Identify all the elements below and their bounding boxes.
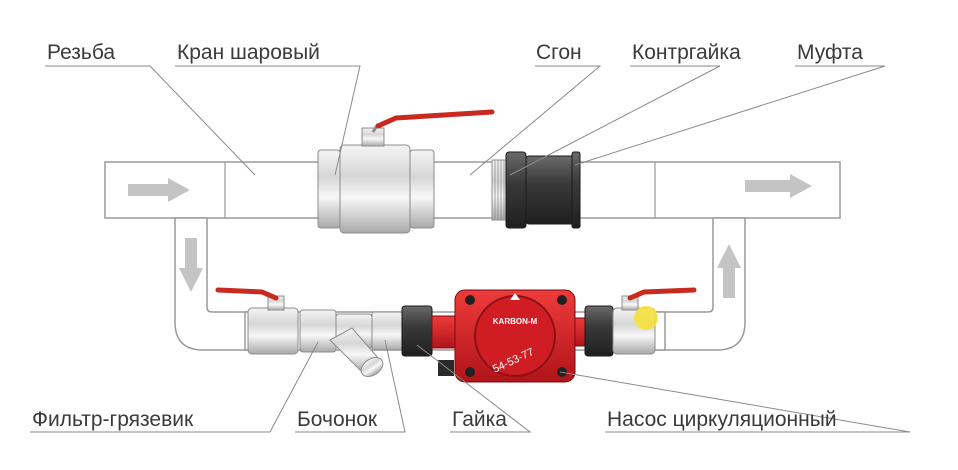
label-coupling: Муфта [797,41,863,64]
flow-arrow-down-icon [179,238,203,292]
label-filter: Фильтр-грязевик [32,408,194,431]
filter-strainer [299,309,384,378]
label-pump: Насос циркуляционный [607,408,837,431]
flow-arrow-up-icon [717,244,741,298]
ball-valve-handle [375,109,495,129]
label-ball-valve: Кран шаровый [177,41,320,64]
leader-ball-valve [175,65,361,176]
ball-valve [317,109,495,234]
lower-left-valve [215,287,299,355]
sgon-assembly [491,151,581,229]
pump-logo-icon [510,293,520,300]
lower-left-valve-handle [215,287,279,301]
label-thread: Резьба [47,41,115,64]
leader-locknut [509,65,721,176]
label-locknut: Контргайка [632,41,741,64]
pump-brand: KARBON-M [493,317,538,326]
main-pipe [104,161,841,219]
circulation-pump: KARBON-M 54-53-77 [431,289,588,383]
lower-right-valve [612,287,697,355]
flow-arrow-out-icon [745,174,812,198]
label-sgon: Сгон [536,41,582,64]
leader-nut [416,344,532,433]
leader-coupling [574,65,886,166]
union-nut-right [584,305,614,357]
lower-right-valve-handle [627,287,697,301]
locknut [505,151,527,229]
highlight-dot [634,306,658,330]
leader-barrel [295,339,406,433]
leader-pump [559,371,911,433]
leader-sgon [469,65,602,176]
leader-thread [45,65,256,176]
flow-arrow-in-icon [128,178,190,202]
label-barrel: Бочонок [297,408,378,431]
barrel-nipple [371,311,403,351]
coupling [525,155,577,225]
leader-filter [30,341,319,433]
label-nut: Гайка [452,408,507,431]
leader-lines [30,65,911,433]
union-nut-left [401,305,433,357]
